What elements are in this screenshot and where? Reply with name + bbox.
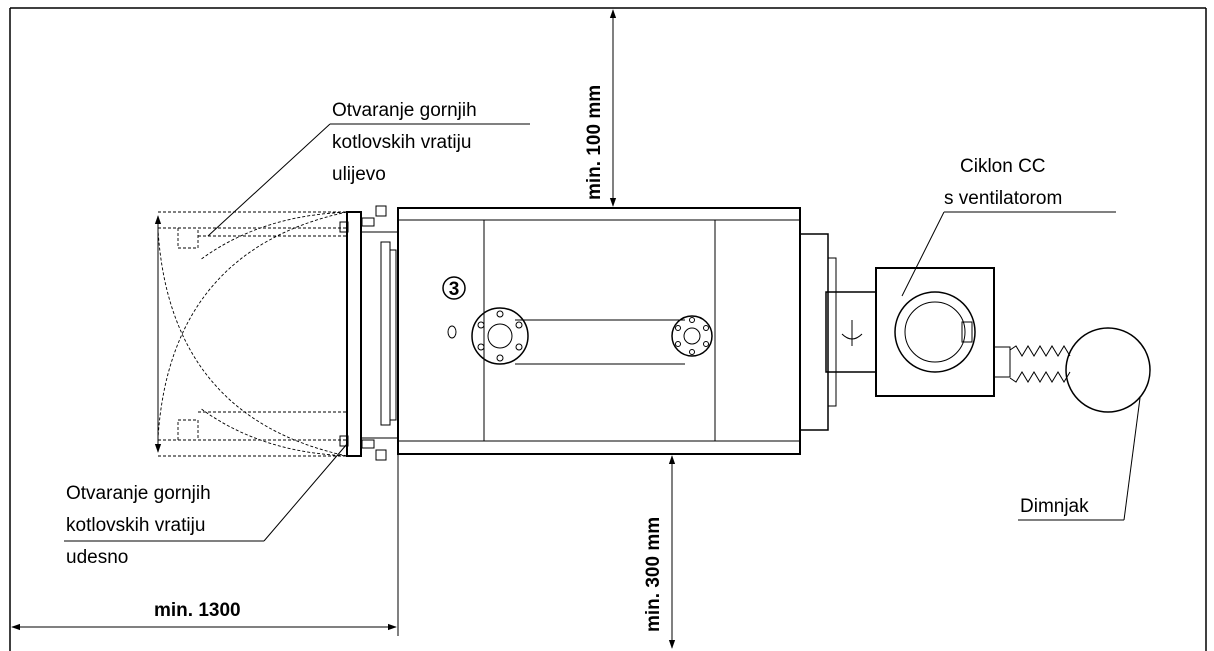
flex-pipe — [993, 345, 1071, 383]
label-door-left: Otvaranje gornjih kotlovskih vratiju uli… — [207, 100, 530, 237]
svg-text:Ciklon CC: Ciklon CC — [960, 156, 1046, 177]
boiler-body — [397, 207, 801, 455]
room-walls — [9, 7, 1207, 651]
door-swing — [154, 211, 361, 457]
svg-text:Dimnjak: Dimnjak — [1020, 496, 1089, 517]
dimension-top: min. 100 mm — [584, 9, 617, 207]
svg-text:s ventilatorom: s ventilatorom — [944, 188, 1062, 209]
svg-text:kotlovskih vratiju: kotlovskih vratiju — [332, 132, 471, 153]
flange-right — [671, 315, 713, 357]
cyclone-assembly — [799, 233, 995, 431]
svg-text:kotlovskih vratiju: kotlovskih vratiju — [66, 515, 205, 536]
svg-text:min. 1300: min. 1300 — [154, 600, 241, 621]
svg-text:Otvaranje gornjih: Otvaranje gornjih — [66, 483, 211, 504]
svg-text:min. 300 mm: min. 300 mm — [643, 517, 664, 632]
dimension-bottom: min. 300 mm — [643, 455, 676, 649]
label-door-right: Otvaranje gornjih kotlovskih vratiju ude… — [64, 443, 348, 568]
svg-text:min. 100 mm: min. 100 mm — [584, 85, 605, 200]
label-chimney: Dimnjak — [1018, 397, 1141, 521]
chimney — [1065, 327, 1151, 413]
svg-text:Otvaranje gornjih: Otvaranje gornjih — [332, 100, 477, 121]
inspection-port — [447, 325, 457, 339]
svg-text:3: 3 — [449, 279, 460, 300]
marker-3: 3 — [442, 276, 466, 300]
label-cyclone: Ciklon CC s ventilatorom — [901, 156, 1116, 297]
dimension-left: min. 1300 — [11, 454, 399, 636]
svg-text:udesno: udesno — [66, 547, 128, 568]
flange-left — [471, 307, 529, 365]
door-panel — [339, 205, 398, 461]
svg-text:ulijevo: ulijevo — [332, 164, 386, 185]
